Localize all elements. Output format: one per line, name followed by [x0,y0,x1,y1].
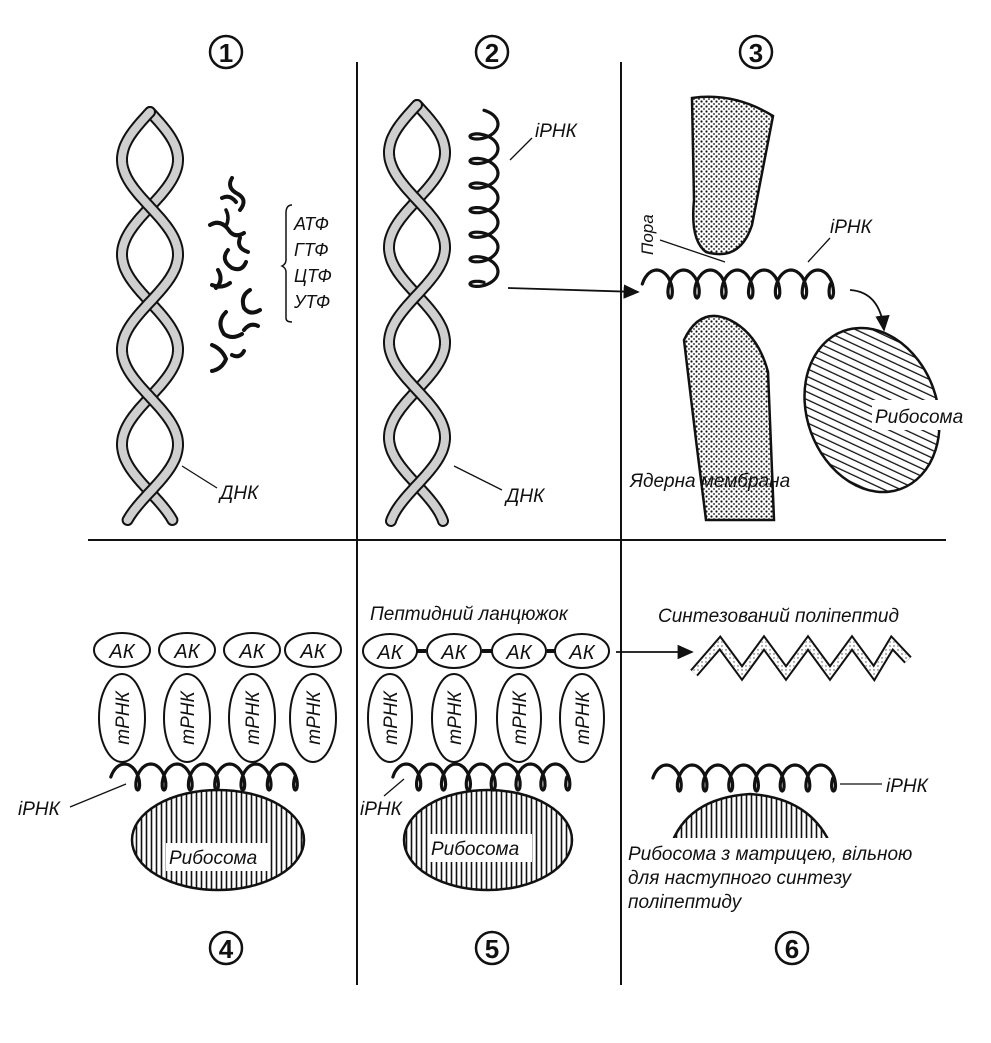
panel-number-2: 2 [474,34,510,70]
irna-coil-path [109,762,299,792]
polypeptide-zigzag-texture [692,638,910,678]
label-dna-2: ДНК [504,486,546,507]
label-irna-4: іРНК [18,799,62,820]
irna-coil-5 [391,762,572,792]
dna-double-helix [383,99,451,527]
nucleotide-brace [280,204,293,323]
dna-leader-2 [453,465,503,491]
aa-label: АК [505,642,532,664]
dna-strand-fill [118,108,182,524]
ribosome-caption-line-3: поліпептиду [628,892,743,913]
label-nuclear-membrane: Ядерна мембрана [629,471,790,492]
label-ribosome-5: Рибосома [431,839,519,860]
nuclear-membrane-lower [682,314,776,522]
irna-coil-path [640,268,836,300]
ribosome-label-bg-3 [872,400,976,430]
label-peptide-chain: Пептидний ланцюжок [370,604,569,625]
ribosome-6 [668,792,834,850]
svg-text:3: 3 [749,38,763,68]
label-ctp: ЦТФ [294,266,332,286]
dna-double-helix [116,106,184,526]
trna-label: тРНК [381,689,402,744]
irna-leader-4 [69,783,127,808]
irna-coil-vertical [468,108,500,288]
label-gtp: ГТФ [294,240,329,260]
trna-row-5: тРНК тРНК тРНК тРНК [367,673,605,763]
ribosome-label-bg-4 [166,843,270,871]
label-irna-5: іРНК [360,799,404,820]
nuclear-membrane-upper [690,95,775,256]
irna-leader-2 [509,137,533,161]
trna-label: тРНК [243,689,264,744]
trna-label: тРНК [510,689,531,744]
panel-number-1: 1 [208,34,244,70]
aa-row-5: АК АК АК АК [362,633,610,669]
trna-label: тРНК [113,689,134,744]
svg-text:5: 5 [485,934,499,964]
trna-row-4: тРНК тРНК тРНК тРНК [98,673,337,763]
label-irna-3: іРНК [830,217,874,238]
dna-strand-fill [385,101,449,525]
label-ribosome-3: Рибосома [875,407,963,428]
label-atp: АТФ [293,214,329,234]
aa-label: АК [440,642,467,664]
irna-coil-path [468,108,500,288]
label-irna-6: іРНК [886,776,930,797]
panel-number-3: 3 [738,34,774,70]
transport-arrow [507,284,640,299]
label-polypeptide: Синтезований поліпептид [658,606,899,627]
label-dna-1: ДНК [218,483,260,504]
aa-label: АК [238,641,265,663]
label-irna-2: іРНК [535,121,579,142]
label-pore: Пора [638,214,657,255]
irna-coil-path [651,763,838,793]
label-utp: УТФ [293,292,330,312]
irna-leader-5 [383,778,405,797]
trna-label: тРНК [445,689,466,744]
aa-label: АК [568,642,595,664]
pore-leader [659,239,726,263]
aa-label: АК [376,642,403,664]
caption-bg-6 [624,838,964,866]
trna-label: тРНК [178,689,199,744]
aa-row-4: АК АК АК АК [93,632,342,668]
to-ribosome-arrow [849,289,890,332]
trna-label: тРНК [304,689,325,744]
ribosome-4 [130,788,306,892]
label-ribosome-4: Рибосома [169,848,257,869]
ribosome-caption-line-1: Рибосома з матрицею, вільною [628,844,912,865]
svg-text:2: 2 [485,38,499,68]
panel-number-4: 4 [208,930,244,966]
panel-number-6: 6 [774,930,810,966]
irna-coil-4 [109,762,299,792]
irna-leader-3 [807,237,831,263]
svg-text:1: 1 [219,38,233,68]
dna-strand-fill [385,101,449,525]
irna-coil-path [391,762,572,792]
ribosome-caption-line-2: для наступного синтезу [628,868,852,889]
aa-label: АК [299,641,326,663]
aa-label: АК [173,641,200,663]
aa-label: АК [108,641,135,663]
svg-text:6: 6 [785,934,799,964]
ribosome-label-bg-5 [428,834,532,862]
irna-through-pore [640,268,836,300]
irna-coil-6 [651,763,838,793]
trna-label: тРНК [573,689,594,744]
svg-text:4: 4 [219,934,234,964]
free-nucleotides [208,176,262,373]
dna-leader-1 [181,465,218,489]
panel-number-5: 5 [474,930,510,966]
dna-strand-fill [118,108,182,524]
